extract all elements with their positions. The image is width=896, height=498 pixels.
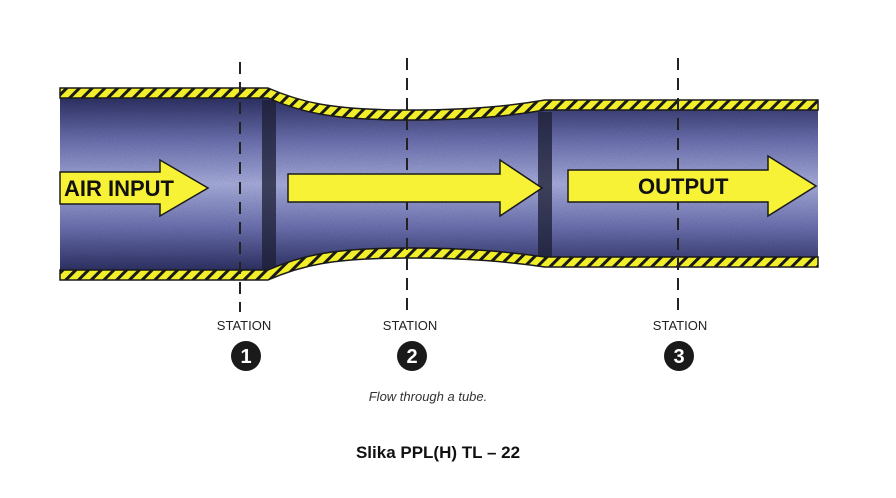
tube-top-wall bbox=[59, 87, 819, 121]
diagram-caption: Flow through a tube. bbox=[369, 389, 488, 404]
section-boundary-1 bbox=[262, 100, 276, 270]
station-1-marker bbox=[231, 341, 261, 371]
station-2-marker bbox=[397, 341, 427, 371]
air-input-label: AIR INPUT bbox=[64, 176, 175, 201]
station-1-label: STATION bbox=[217, 318, 271, 333]
station-3-number: 3 bbox=[673, 346, 684, 368]
station-2-number: 2 bbox=[406, 346, 417, 368]
station-3-label: STATION bbox=[653, 318, 707, 333]
throat-arrow bbox=[287, 158, 544, 218]
figure-title: Slika PPL(H) TL – 22 bbox=[356, 443, 520, 462]
station-2-label: STATION bbox=[383, 318, 437, 333]
station-1-number: 1 bbox=[240, 346, 251, 368]
station-3-marker bbox=[664, 341, 694, 371]
output-label: OUTPUT bbox=[638, 174, 729, 199]
section-boundary-2 bbox=[538, 112, 552, 258]
output-arrow: OUTPUT bbox=[567, 154, 818, 218]
tube-bottom-wall bbox=[59, 247, 819, 281]
air-input-arrow: AIR INPUT bbox=[59, 158, 210, 218]
